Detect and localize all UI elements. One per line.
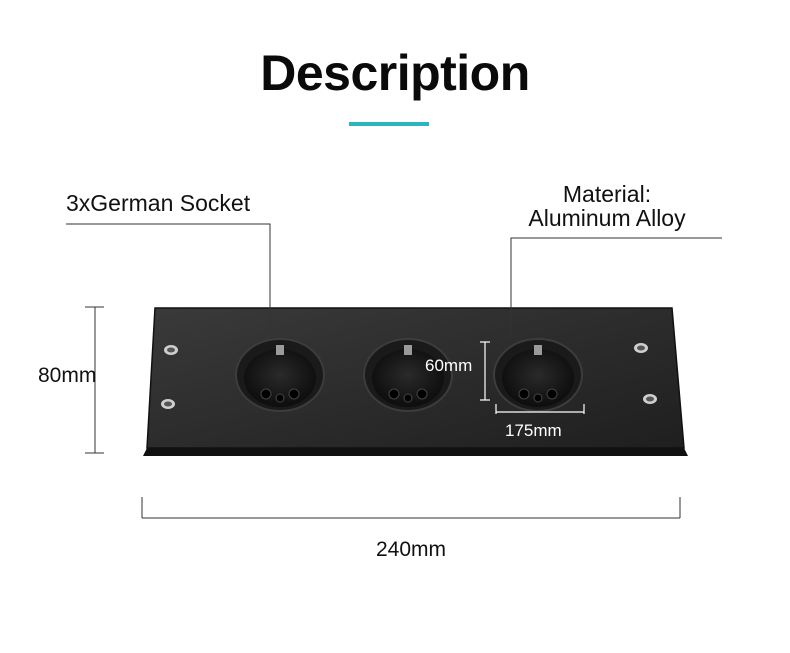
- dimension-height: [85, 306, 104, 454]
- material-callout-label: Material: Aluminum Alloy: [507, 182, 707, 230]
- screw-top-left-icon: [164, 345, 178, 355]
- material-label-line1: Material:: [562, 181, 652, 207]
- height-dimension-label: 80mm: [38, 364, 97, 387]
- german-socket-3: [493, 338, 583, 412]
- material-label-line2: Aluminum Alloy: [528, 205, 686, 231]
- page-title: Description: [260, 45, 530, 101]
- socket-callout-label: 3xGerman Socket: [66, 190, 251, 216]
- german-socket-1: [235, 338, 325, 412]
- screw-top-right-icon: [634, 343, 648, 353]
- dimension-socket-width: [495, 404, 585, 414]
- screw-bottom-left-icon: [161, 399, 175, 409]
- socket-height-label: 60mm: [425, 356, 473, 375]
- dimension-socket-height: [480, 341, 490, 401]
- width-dimension-label: 240mm: [375, 538, 447, 561]
- title-underline: [349, 122, 429, 126]
- screw-bottom-right-icon: [643, 394, 657, 404]
- callout-line-sockets: [66, 223, 271, 336]
- german-socket-2: [363, 338, 453, 412]
- panel-edge: [143, 448, 688, 456]
- dimension-width: [141, 497, 681, 519]
- callout-line-material: [510, 237, 722, 336]
- socket-width-label: 175mm: [505, 421, 562, 440]
